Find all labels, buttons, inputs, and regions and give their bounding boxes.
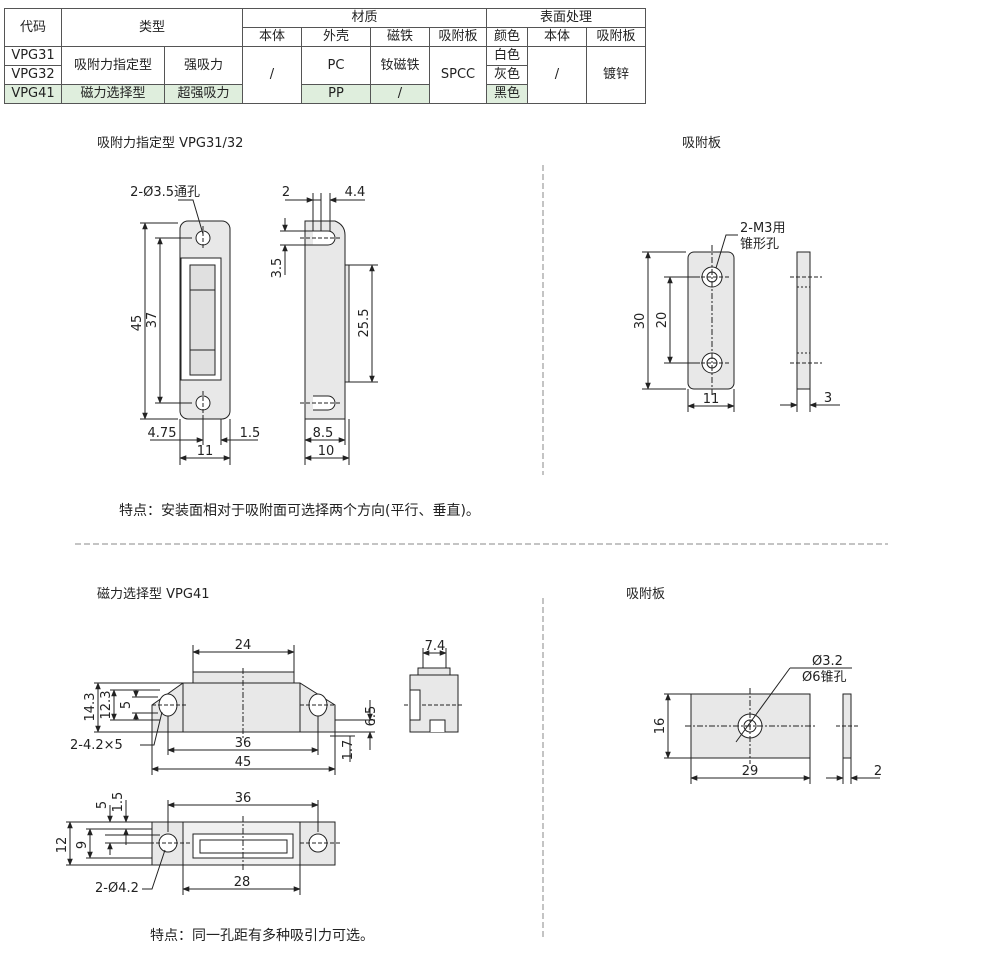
vpg31-front-view — [179, 220, 231, 420]
plate1-note-2: 锥形孔 — [740, 237, 779, 252]
code-vpg41: VPG41 — [4, 84, 62, 104]
b-dim-12: 12 — [55, 837, 70, 854]
shell-pc: PC — [301, 46, 371, 85]
b-dim-5: 5 — [95, 801, 110, 809]
dim-24: 24 — [235, 638, 252, 653]
dim-45b: 45 — [235, 755, 252, 770]
hole-note: 2-Ø3.5通孔 — [130, 185, 200, 200]
body2-value: / — [527, 46, 587, 104]
section2-plate-title: 吸附板 — [626, 587, 666, 602]
spec-table: 代码 类型 材质 表面处理 本体 外壳 磁铁 吸附板 颜色 本体 吸附板 VPG… — [4, 8, 646, 104]
dim-11: 11 — [197, 444, 214, 459]
header-surface: 表面处理 — [486, 8, 646, 28]
hole-note-leader — [178, 199, 204, 235]
b-dim-1-5: 1.5 — [111, 792, 126, 813]
section1-feature: 特点：安装面相对于吸附面可选择两个方向(平行、垂直)。 — [119, 503, 480, 519]
plate1-front-view — [687, 245, 735, 395]
dim-4-4: 4.4 — [345, 185, 366, 200]
plate2-dim-29: 29 — [742, 764, 759, 779]
dim-3-5: 3.5 — [270, 258, 285, 279]
sub-body: 本体 — [242, 27, 302, 47]
plate2-note-1: Ø3.2 — [812, 654, 843, 669]
color-gray: 灰色 — [486, 65, 528, 85]
plate1-leader — [715, 234, 738, 269]
plate1-dim-20: 20 — [655, 312, 670, 329]
plate2-side-view — [836, 693, 858, 759]
b-hole-note: 2-Ø4.2 — [95, 881, 139, 896]
plate2-zinc: 镀锌 — [586, 46, 646, 104]
slot-leader — [140, 711, 163, 746]
header-type: 类型 — [61, 8, 243, 47]
plate2-dim-16: 16 — [653, 718, 668, 735]
force-super: 超强吸力 — [164, 84, 243, 104]
plate1-dim-11: 11 — [703, 392, 720, 407]
magnet-nd: 钕磁铁 — [370, 46, 430, 85]
dim-14-3: 14.3 — [83, 693, 98, 722]
force-strong: 强吸力 — [164, 46, 243, 85]
code-vpg32: VPG32 — [4, 65, 62, 85]
plate1-note-1: 2-M3用 — [740, 221, 785, 236]
b-dim-9: 9 — [75, 841, 90, 849]
dim-7-4: 7.4 — [425, 639, 446, 654]
sub-magnet: 磁铁 — [370, 27, 430, 47]
hole-leader-b — [142, 849, 166, 890]
vpg41-bottom-view — [150, 816, 340, 872]
plate1-dim-30: 30 — [633, 313, 648, 330]
type-adsorb: 吸附力指定型 — [61, 46, 165, 85]
dim-4-75: 4.75 — [148, 426, 177, 441]
dim-5: 5 — [119, 701, 134, 709]
vpg41-side-view — [404, 667, 464, 733]
plate2-note-2: Ø6锥孔 — [802, 670, 847, 685]
header-material: 材质 — [242, 8, 487, 28]
slot-note: 2-4.2×5 — [70, 738, 123, 753]
dim-25-5: 25.5 — [357, 309, 372, 338]
plate2-front-view — [685, 688, 816, 764]
sub-body2: 本体 — [527, 27, 587, 47]
magnet-none: / — [370, 84, 430, 104]
type-magnet-select: 磁力选择型 — [61, 84, 165, 104]
color-white: 白色 — [486, 46, 528, 66]
b-dim-28: 28 — [234, 875, 251, 890]
dim-1-7: 1.7 — [341, 740, 356, 761]
section2-title: 磁力选择型 VPG41 — [97, 587, 210, 602]
section1-plate-title: 吸附板 — [682, 136, 722, 151]
dim-6-5: 6.5 — [364, 706, 379, 727]
section2-feature: 特点：同一孔距有多种吸引力可选。 — [150, 928, 374, 944]
dim-1-5: 1.5 — [240, 426, 261, 441]
dim-10: 10 — [318, 444, 335, 459]
shell-pp: PP — [301, 84, 371, 104]
b-dim-36: 36 — [235, 791, 252, 806]
color-black: 黑色 — [486, 84, 528, 104]
vpg41-top-view — [151, 668, 336, 738]
sub-color: 颜色 — [486, 27, 528, 47]
dim-2: 2 — [282, 185, 290, 200]
section1-title: 吸附力指定型 VPG31/32 — [97, 136, 244, 151]
plate1-side-view — [790, 251, 822, 390]
vpg31-side-view — [300, 220, 350, 420]
sub-plate: 吸附板 — [429, 27, 487, 47]
dim-8-5: 8.5 — [313, 426, 334, 441]
plate2-leader — [735, 667, 791, 743]
dim-12-3: 12.3 — [99, 691, 114, 720]
dim-45: 45 — [130, 315, 145, 332]
plate-spcc: SPCC — [429, 46, 487, 104]
sub-shell: 外壳 — [301, 27, 371, 47]
header-code: 代码 — [4, 8, 62, 47]
body-value: / — [242, 46, 302, 104]
code-vpg31: VPG31 — [4, 46, 62, 66]
dim-37: 37 — [145, 312, 160, 329]
plate1-dim-3: 3 — [824, 391, 832, 406]
dim-36: 36 — [235, 736, 252, 751]
sub-plate2: 吸附板 — [586, 27, 646, 47]
plate2-dim-2: 2 — [874, 764, 882, 779]
